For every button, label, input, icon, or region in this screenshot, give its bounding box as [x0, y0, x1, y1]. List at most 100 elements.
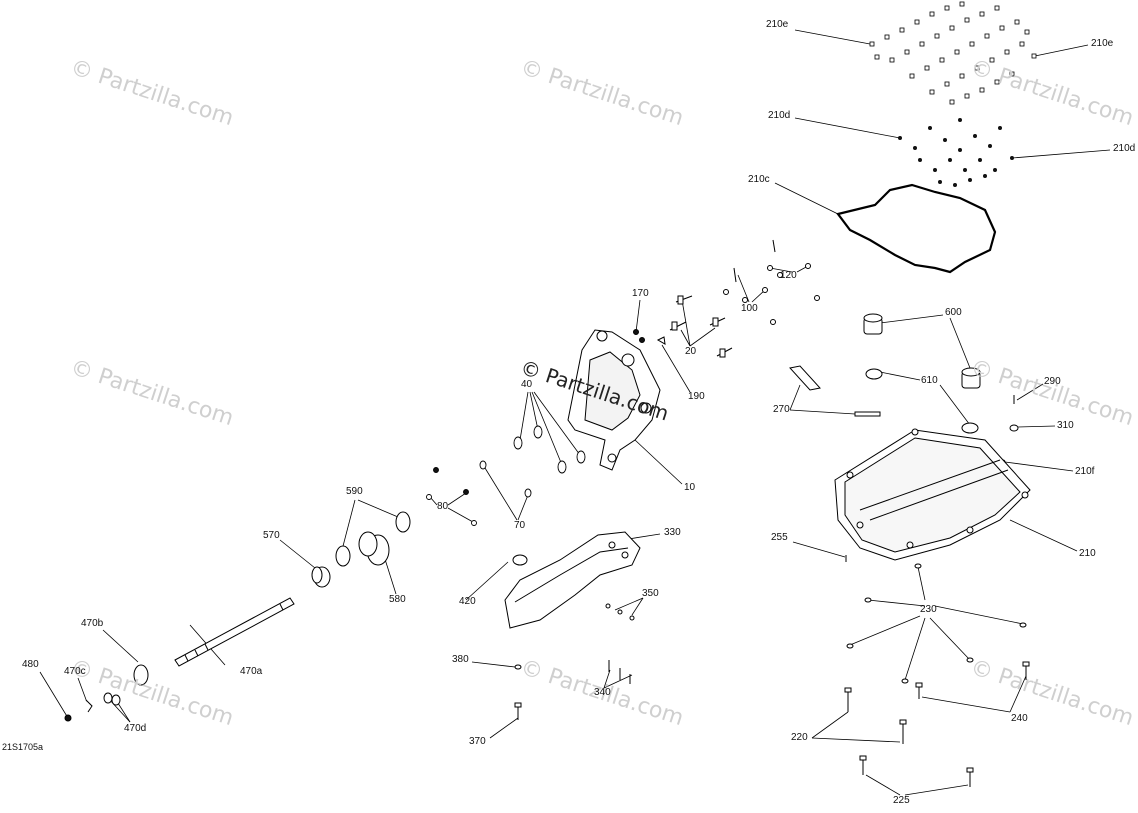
leader-340-b [603, 674, 633, 689]
leader-230-d [904, 617, 926, 681]
leader-70-b [517, 494, 529, 521]
leader-170 [635, 299, 641, 333]
washers-40-70-80 [426, 425, 586, 526]
leader-570 [279, 539, 316, 569]
leader-120-a [769, 267, 793, 273]
leader-610-b [939, 384, 971, 426]
leader-100-a [737, 274, 750, 303]
callout-label: 10 [684, 482, 696, 493]
leader-590-a [341, 499, 356, 551]
callout-label: 40 [521, 379, 533, 390]
leader-590-b [357, 499, 399, 518]
callout-label: 610 [921, 375, 938, 386]
leader-270-b [789, 409, 856, 415]
leader-240-b [921, 696, 1011, 713]
callout-label: 270 [773, 404, 790, 415]
leader-240-a [1009, 675, 1027, 713]
leader-480 [39, 671, 69, 719]
callout-label: 210d [1113, 143, 1136, 154]
callout-label: 310 [1057, 420, 1074, 431]
leader-470b [102, 629, 139, 663]
leader-420 [465, 561, 509, 601]
callout-label: 100 [741, 303, 758, 314]
leader-600-a [879, 314, 944, 324]
callout-label: 480 [22, 659, 39, 670]
leader-230-b [934, 605, 1024, 625]
leader-270-a [789, 384, 801, 411]
callout-label: 210f [1075, 466, 1095, 477]
gasket-210c [836, 183, 997, 274]
leader-220-a [811, 711, 849, 739]
diagram-code: 21S1705a [2, 742, 44, 752]
bracket-10 [567, 329, 661, 471]
callout-label: 590 [346, 486, 363, 497]
leader-350-a [614, 597, 644, 611]
leader-210e-a [794, 29, 871, 45]
callout-label: 255 [771, 532, 788, 543]
leader-220-b [811, 737, 901, 743]
leader-370 [489, 717, 519, 739]
callout-label: 20 [685, 346, 697, 357]
leader-210d-a [794, 117, 901, 139]
seals-570-580-590 [311, 511, 411, 588]
leader-600-b [949, 317, 971, 369]
callout-label: 600 [945, 307, 962, 318]
leader-470d-a [107, 697, 131, 723]
leader-310 [1017, 425, 1056, 428]
arm-330-and-hardware [504, 531, 641, 720]
callout-label: 580 [389, 594, 406, 605]
callout-label: 210d [768, 110, 791, 121]
leader-40-c [531, 391, 563, 466]
leader-80-b [447, 492, 467, 506]
leader-290 [1016, 383, 1044, 401]
leader-255 [792, 541, 846, 558]
callout-label: 240 [1011, 713, 1028, 724]
leader-610-a [879, 371, 921, 381]
callout-label: 230 [920, 604, 937, 615]
callout-label: 70 [514, 520, 526, 531]
leader-230-a [867, 599, 926, 607]
callout-label: 210c [748, 174, 770, 185]
leader-225-b [904, 784, 969, 796]
callout-label: 470d [124, 723, 147, 734]
callout-label: 380 [452, 654, 469, 665]
screws-210e [869, 1, 1037, 105]
skid-plate-210 [834, 428, 1031, 561]
leader-20-c [689, 327, 716, 347]
rivets-210d [898, 118, 1014, 187]
callout-label: 370 [469, 736, 486, 747]
parts-600-610-270-290-310 [789, 313, 1019, 465]
leader-40-a [519, 391, 529, 441]
callout-label: 570 [263, 530, 280, 541]
callout-label: 470a [240, 666, 263, 677]
leader-230-c [849, 615, 921, 646]
callout-label: 80 [437, 501, 449, 512]
leader-210e-b [1034, 44, 1089, 57]
leader-40-b [529, 391, 539, 431]
callout-label: 420 [459, 596, 476, 607]
callout-label: 210e [1091, 38, 1114, 49]
leader-380 [471, 661, 516, 668]
callout-label: 220 [791, 732, 808, 743]
leader-40-d [533, 391, 581, 456]
leader-340-a [603, 669, 611, 689]
shaft-470a [64, 597, 295, 722]
callout-label: 210e [766, 19, 789, 30]
callout-label: 290 [1044, 376, 1061, 387]
leader-20-a [681, 299, 691, 347]
leader-210 [1009, 519, 1078, 552]
leader-350-b [631, 597, 644, 616]
leader-580 [383, 555, 397, 595]
leader-20-b [680, 329, 691, 347]
fasteners-upper [633, 239, 820, 358]
leader-190 [661, 344, 691, 393]
callout-label: 470c [64, 666, 86, 677]
leader-210d-b [1011, 149, 1111, 159]
leader-210c [774, 182, 839, 215]
callout-label: 120 [780, 270, 797, 281]
leader-10 [634, 439, 683, 485]
callout-label: 225 [893, 795, 910, 806]
leader-210f [1004, 461, 1074, 472]
